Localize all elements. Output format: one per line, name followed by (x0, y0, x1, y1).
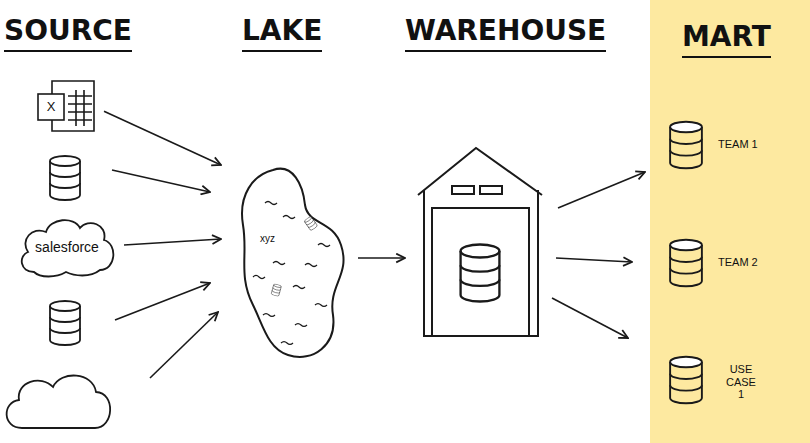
water-ripple (283, 216, 295, 219)
database-icon (670, 240, 702, 287)
warehouse-window (452, 186, 474, 194)
warehouse-wall (424, 190, 538, 336)
warehouse-door (432, 208, 529, 336)
database-icon (461, 245, 500, 302)
column-heading: WAREHOUSE (405, 16, 606, 52)
spreadsheet-drawing (38, 81, 94, 131)
warehouse-building (418, 148, 542, 336)
data-lake: xyz (233, 165, 348, 365)
water-ripple (263, 314, 275, 317)
column-heading-box: SOURCE (4, 16, 132, 52)
mart-band: MART TEAM 1 TEAM 2 USE CASE 1 (650, 0, 810, 443)
flow-arrow (358, 257, 405, 259)
flow-arrow (150, 312, 218, 378)
water-ripple (293, 286, 305, 289)
water-ripple (265, 202, 277, 205)
flow-arrows (112, 170, 645, 378)
warehouse-window (480, 186, 502, 194)
node-label: xyz (260, 233, 275, 245)
node-label: TEAM 2 (718, 256, 758, 269)
column-heading-box: LAKE (242, 16, 322, 52)
database-icon (50, 156, 80, 200)
flow-arrow (115, 283, 210, 320)
data-lake-shape (233, 165, 348, 365)
water-ripple (273, 262, 285, 265)
mart-database: TEAM 1 (668, 120, 798, 172)
database-icon (50, 301, 80, 345)
salesforce-cloud: salesforce (16, 212, 118, 278)
cloud-icon (7, 376, 111, 428)
node-label: X (47, 100, 56, 115)
section-heading: MART (682, 22, 771, 58)
spreadsheet-grid (68, 90, 92, 126)
cloud-outline (22, 220, 114, 276)
mart-band-ground (650, 0, 810, 443)
node-label: salesforce (35, 239, 99, 255)
lake-outline (242, 169, 344, 357)
node-label: TEAM 1 (718, 138, 758, 151)
water-ripple (305, 264, 317, 267)
floating-barrel (304, 216, 318, 231)
spreadsheet-badge (38, 94, 64, 120)
flow-arrow (552, 298, 628, 338)
water-ripple (315, 304, 327, 307)
water-ripple (295, 324, 307, 327)
flow-connector (104, 111, 221, 165)
flow-connector (124, 239, 221, 245)
column-heading: LAKE (242, 16, 322, 52)
column-heading: SOURCE (4, 16, 132, 52)
floating-barrel (271, 284, 282, 297)
flow-arrow (556, 258, 632, 262)
flow-arrow (558, 172, 645, 208)
flow-arrow (112, 170, 210, 192)
water-ripple (318, 244, 330, 247)
database-icon (670, 357, 702, 404)
water-ripple (253, 276, 265, 279)
column-heading-box: WAREHOUSE (405, 16, 606, 52)
spreadsheet-icon: X (38, 80, 96, 132)
warehouse-roof (418, 148, 542, 195)
mart-database: TEAM 2 (668, 238, 798, 290)
database-icon (670, 122, 702, 169)
node-label: USE CASE 1 (726, 363, 756, 401)
mart-database: USE CASE 1 (668, 355, 798, 413)
water-ripple (281, 342, 293, 345)
